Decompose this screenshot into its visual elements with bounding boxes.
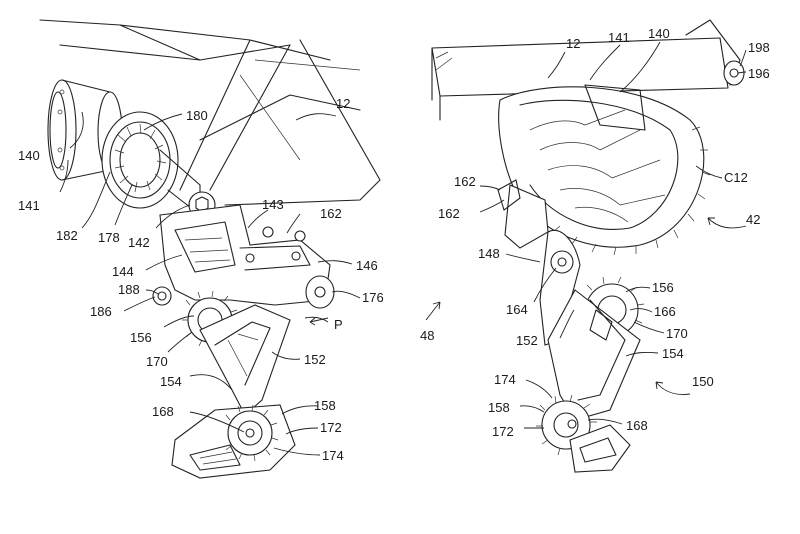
label-P-left: P [334, 317, 343, 332]
label-141-right: 141 [608, 30, 630, 45]
label-172-left: 172 [320, 420, 342, 435]
left-view-labels: 12 140 141 180 182 178 142 143 162 144 1… [18, 96, 384, 463]
label-148-right: 148 [478, 246, 500, 261]
label-166-right: 166 [654, 304, 676, 319]
label-150-right: 150 [692, 374, 714, 389]
label-198-right: 198 [748, 40, 770, 55]
label-156-right: 156 [652, 280, 674, 295]
label-172-right: 172 [492, 424, 514, 439]
label-142-left: 142 [128, 235, 150, 250]
label-C12-right: C12 [724, 170, 748, 185]
label-180-left: 180 [186, 108, 208, 123]
label-42-right: 42 [746, 212, 760, 227]
label-174-right: 174 [494, 372, 516, 387]
label-170-left: 170 [146, 354, 168, 369]
label-144-left: 144 [112, 264, 134, 279]
label-186-left: 186 [90, 304, 112, 319]
sprocket-teeth [538, 126, 711, 256]
label-154-right: 154 [662, 346, 684, 361]
label-12-left: 12 [336, 96, 350, 111]
label-140-right: 140 [648, 26, 670, 41]
direction-arrow-P [309, 317, 329, 323]
label-182-left: 182 [56, 228, 78, 243]
label-168-left: 168 [152, 404, 174, 419]
label-178-left: 178 [98, 230, 120, 245]
view-arrow-48: 48 [420, 301, 441, 343]
label-176-left: 176 [362, 290, 384, 305]
label-158-right: 158 [488, 400, 510, 415]
label-146-left: 146 [356, 258, 378, 273]
label-188-left: 188 [118, 282, 140, 297]
label-12-right: 12 [566, 36, 580, 51]
label-164-right: 164 [506, 302, 528, 317]
label-174-left: 174 [322, 448, 344, 463]
label-141-left: 141 [18, 198, 40, 213]
view-arrow-42 [707, 217, 747, 229]
view-arrow-150 [655, 381, 691, 395]
label-168-right: 168 [626, 418, 648, 433]
label-152-right: 152 [516, 333, 538, 348]
right-leader-lines [479, 41, 747, 429]
label-196-right: 196 [748, 66, 770, 81]
label-48: 48 [420, 328, 434, 343]
hub-flange-holes [57, 89, 65, 171]
right-view-labels: 12 141 140 198 196 C12 162 162 42 148 15… [438, 26, 770, 439]
label-170-right: 170 [666, 326, 688, 341]
label-162b-right: 162 [438, 206, 460, 221]
label-158-left: 158 [314, 398, 336, 413]
label-152-left: 152 [304, 352, 326, 367]
label-143-left: 143 [262, 197, 284, 212]
label-162-left: 162 [320, 206, 342, 221]
label-140-left: 140 [18, 148, 40, 163]
label-162a-right: 162 [454, 174, 476, 189]
right-view-drawing [431, 19, 745, 473]
label-156-left: 156 [130, 330, 152, 345]
label-154-left: 154 [160, 374, 182, 389]
left-leader-lines [59, 111, 361, 456]
